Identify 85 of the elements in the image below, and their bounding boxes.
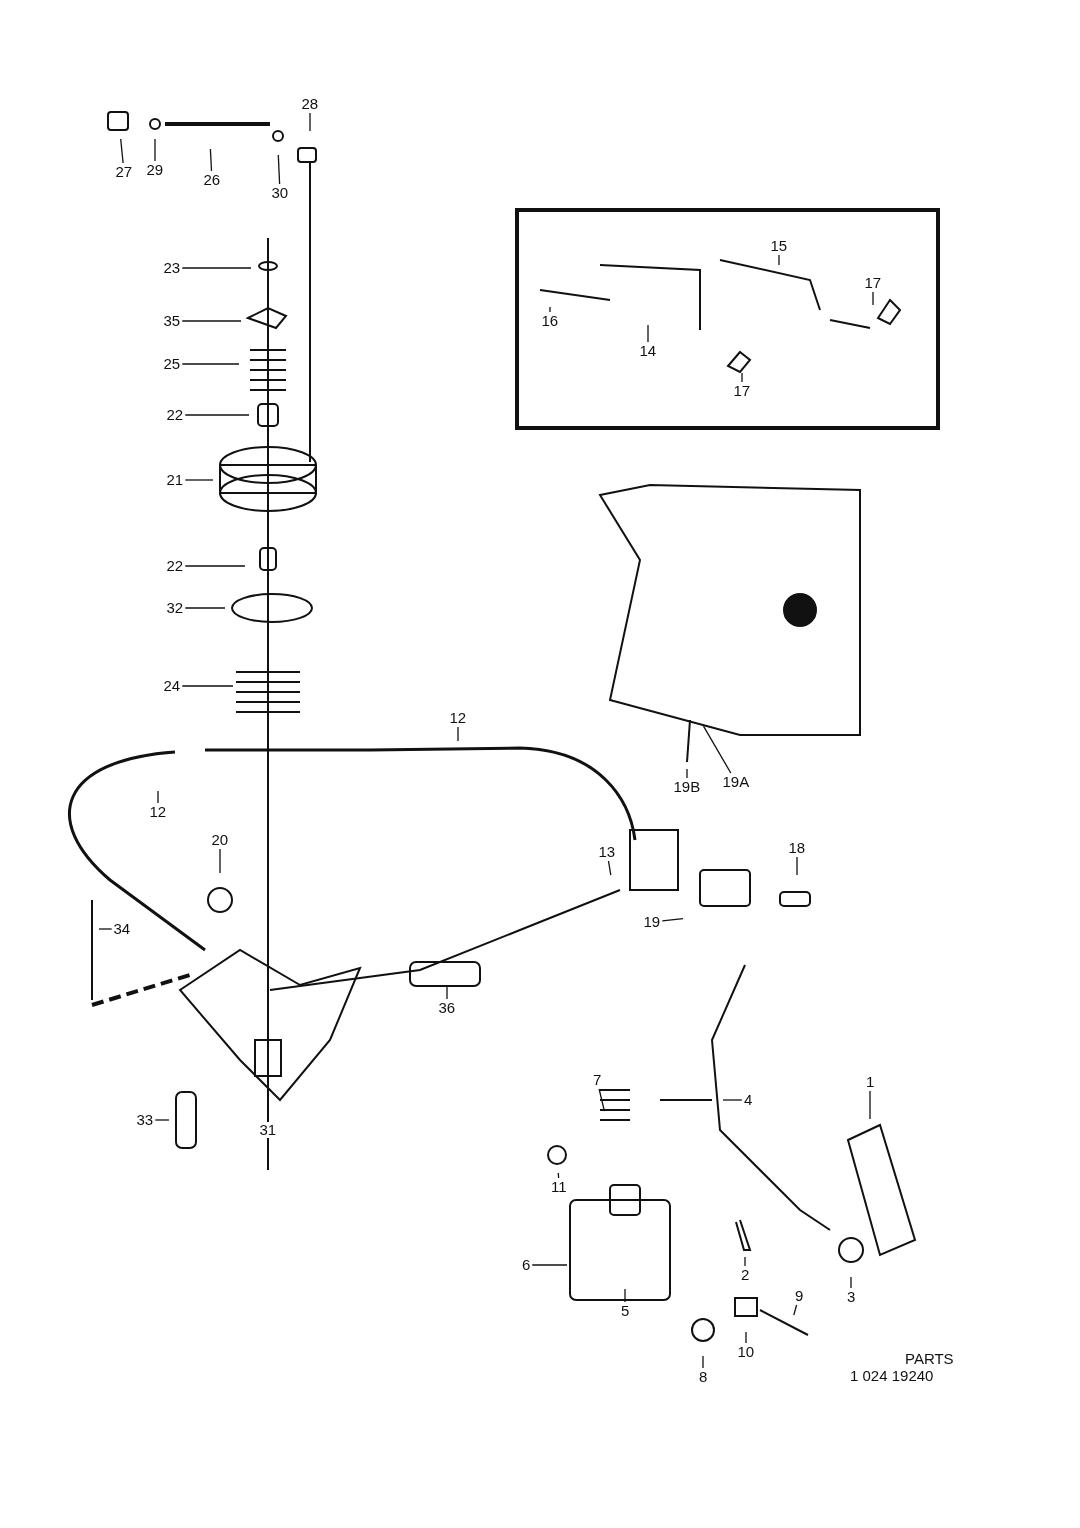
inset-frame [515, 208, 940, 430]
leader-line [446, 984, 448, 1000]
callout-number: 34 [112, 921, 132, 937]
callout-number: 24 [162, 678, 182, 694]
callout-number: 25 [162, 356, 182, 372]
callout-number: 7 [592, 1072, 603, 1088]
leader-line [267, 1102, 269, 1122]
callout-number: 30 [270, 185, 290, 201]
leader-line [745, 1331, 747, 1344]
leader-line [661, 918, 684, 922]
leader-line [702, 1355, 704, 1369]
callout-number: 28 [300, 96, 320, 112]
leader-line [549, 306, 551, 313]
callout-number: 9 [794, 1288, 805, 1304]
leader-line [778, 254, 780, 266]
callout-number: 27 [114, 164, 134, 180]
callout-number: 5 [620, 1303, 631, 1319]
callout-number: 18 [787, 840, 807, 856]
callout-number: 17 [863, 275, 883, 291]
callout-number: 23 [162, 260, 182, 276]
leader-line [869, 1090, 871, 1120]
callout-number: 10 [736, 1344, 756, 1360]
leader-line [184, 479, 214, 481]
leader-line [607, 860, 612, 876]
callout-number: 20 [210, 832, 230, 848]
leader-line [598, 1088, 606, 1112]
leader-line [184, 607, 226, 609]
leader-line [793, 1304, 798, 1316]
leader-line [154, 1119, 170, 1121]
callout-number: 6 [521, 1257, 532, 1273]
callout-number: 4 [743, 1092, 754, 1108]
leader-line [181, 320, 242, 322]
callout-number: 12 [148, 804, 168, 820]
leader-line [686, 768, 688, 779]
leader-line [154, 138, 156, 162]
leader-line [624, 1288, 626, 1303]
leader-line [181, 363, 240, 365]
callout-number: 14 [638, 343, 658, 359]
callout-number: 19 [642, 914, 662, 930]
callout-number: 12 [448, 710, 468, 726]
callout-number: 1 [865, 1074, 876, 1090]
callout-number: 36 [437, 1000, 457, 1016]
part-number-note: PARTS [905, 1350, 954, 1367]
callout-number: 29 [145, 162, 165, 178]
leader-line [209, 148, 213, 172]
leader-line [531, 1264, 568, 1266]
leader-line [744, 1256, 746, 1267]
callout-number: 16 [540, 313, 560, 329]
leader-line [181, 267, 252, 269]
leader-line [309, 112, 311, 132]
callout-number: 31 [258, 1122, 278, 1138]
callout-number: 35 [162, 313, 182, 329]
callout-number: 13 [597, 844, 617, 860]
callout-number: 21 [165, 472, 185, 488]
leader-line [647, 324, 649, 343]
callout-number: 26 [202, 172, 222, 188]
callout-number: 19A [721, 774, 751, 790]
leader-line [157, 790, 159, 804]
leader-line [219, 848, 221, 874]
leader-line [741, 372, 743, 383]
callout-number: 19B [672, 779, 702, 795]
leader-line [722, 1099, 743, 1101]
leader-line [557, 1172, 560, 1179]
part-number-note: 1 024 19240 [850, 1367, 934, 1384]
leader-line [850, 1276, 852, 1289]
leader-line [702, 725, 732, 774]
callout-number: 15 [769, 238, 789, 254]
callout-number: 22 [165, 407, 185, 423]
callout-number: 3 [846, 1289, 857, 1305]
callout-number: 17 [732, 383, 752, 399]
leader-line [872, 291, 874, 306]
callout-number: 33 [135, 1112, 155, 1128]
leader-line [184, 414, 250, 416]
callout-number: 11 [550, 1179, 568, 1195]
leader-line [98, 928, 113, 930]
leader-line [277, 154, 281, 185]
leader-line [457, 726, 459, 742]
callout-number: 8 [698, 1369, 709, 1385]
leader-line [184, 565, 246, 567]
leader-line [120, 138, 124, 164]
leader-line [181, 685, 234, 687]
callout-number: 32 [165, 600, 185, 616]
callout-number: 22 [165, 558, 185, 574]
leader-line [796, 856, 798, 876]
callout-number: 2 [740, 1267, 751, 1283]
